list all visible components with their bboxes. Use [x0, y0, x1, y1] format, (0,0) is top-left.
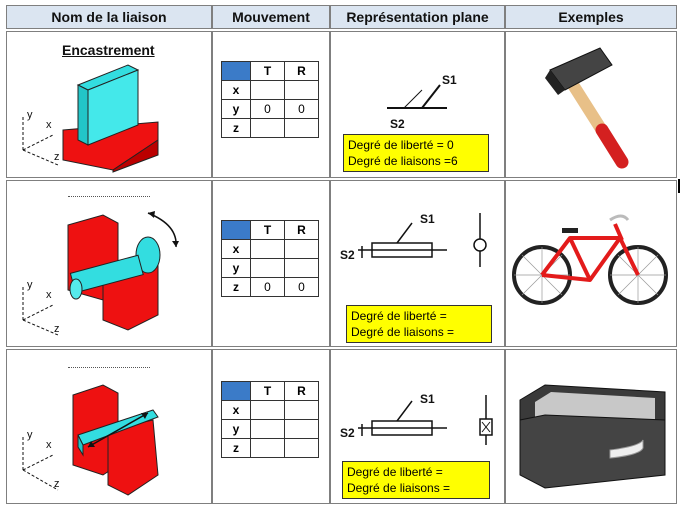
movement-cell — [284, 400, 319, 420]
row2-ex-cell — [505, 180, 677, 347]
axis-label: x — [221, 400, 251, 420]
s1-label: S1 — [420, 392, 435, 406]
movement-cell — [284, 239, 319, 259]
axis-y-label: y — [27, 429, 33, 441]
dol-text: Degré de liaisons = — [347, 481, 451, 495]
col-header: R — [284, 220, 319, 240]
pivot-symbol: S1 S2 — [340, 212, 487, 267]
movement-cell — [250, 438, 285, 458]
dof-text: Degré de liberté = 0 — [348, 138, 454, 152]
header-label: Exemples — [558, 9, 624, 25]
corner-cell — [221, 381, 251, 401]
movement-cell: 0 — [284, 99, 319, 119]
movement-cell: 0 — [284, 277, 319, 297]
header-label: Représentation plane — [346, 9, 489, 25]
corner-cell — [221, 61, 251, 81]
movement-cell — [284, 80, 319, 100]
axis-label: y — [221, 258, 251, 278]
corner-cell — [221, 220, 251, 240]
axis-label: z — [221, 277, 251, 297]
glissiere-symbol: S1 S2 — [340, 392, 493, 445]
encastrement-part-illustration: y x z — [22, 64, 159, 173]
movement-cell — [284, 118, 319, 138]
axis-label: y — [221, 419, 251, 439]
axis-x-label: x — [46, 119, 52, 131]
s2-label: S2 — [340, 248, 355, 262]
row3-liaison-name-blank — [68, 367, 150, 368]
dof-text: Degré de liberté = — [351, 309, 447, 323]
glissiere-part-illustration: y x z — [22, 384, 159, 496]
header-label: Mouvement — [232, 9, 310, 25]
header-representation: Représentation plane — [330, 5, 505, 29]
s2-label: S2 — [390, 117, 405, 131]
movement-cell — [250, 118, 285, 138]
movement-cell: 0 — [250, 277, 285, 297]
col-header: R — [284, 61, 319, 81]
axis-label: z — [221, 438, 251, 458]
bicycle-icon — [512, 214, 668, 305]
col-header: T — [250, 61, 285, 81]
col-header: T — [250, 220, 285, 240]
dol-text: Degré de liaisons =6 — [348, 154, 458, 168]
axis-y-label: y — [27, 279, 33, 291]
dof-box-row2: Degré de liberté = Degré de liaisons = — [346, 305, 492, 343]
movement-cell — [250, 400, 285, 420]
movement-row: z — [221, 118, 319, 138]
movement-cell — [250, 80, 285, 100]
col-header: T — [250, 381, 285, 401]
axis-label: z — [221, 118, 251, 138]
axis-z-label: z — [54, 323, 60, 335]
header-label: Nom de la liaison — [51, 9, 167, 25]
movement-cell — [284, 419, 319, 439]
row1-liaison-name: Encastrement — [62, 42, 155, 58]
row2-liaison-name-blank — [68, 196, 150, 197]
movement-cell — [250, 239, 285, 259]
movement-cell — [284, 438, 319, 458]
dof-box-row1: Degré de liberté = 0 Degré de liaisons =… — [343, 134, 489, 172]
axis-y-label: y — [27, 109, 33, 121]
s2-label: S2 — [340, 426, 355, 440]
s1-label: S1 — [420, 212, 435, 226]
dof-text: Degré de liberté = — [347, 465, 443, 479]
header-nom-liaison: Nom de la liaison — [6, 5, 212, 29]
axis-z-label: z — [54, 478, 60, 490]
encastrement-symbol: S1 S2 — [387, 73, 457, 131]
header-mouvement: Mouvement — [212, 5, 330, 29]
movement-cell: 0 — [250, 99, 285, 119]
movement-cell — [250, 419, 285, 439]
drawer-icon — [519, 384, 666, 489]
movement-row: y — [221, 419, 319, 439]
axis-x-label: x — [46, 439, 52, 451]
movement-row: y — [221, 258, 319, 278]
axis-z-label: z — [54, 151, 60, 163]
movement-cell — [250, 258, 285, 278]
dol-text: Degré de liaisons = — [351, 325, 455, 339]
pivot-part-illustration: y x z — [22, 211, 179, 336]
axis-x-label: x — [46, 289, 52, 301]
movement-row: x — [221, 239, 319, 259]
movement-row: z — [221, 438, 319, 458]
hammer-icon — [545, 47, 629, 169]
dof-box-row3: Degré de liberté = Degré de liaisons = — [342, 461, 490, 499]
col-header: R — [284, 381, 319, 401]
header-exemples: Exemples — [505, 5, 677, 29]
axis-label: x — [221, 239, 251, 259]
axis-label: y — [221, 99, 251, 119]
movement-cell — [284, 258, 319, 278]
movement-row: x — [221, 400, 319, 420]
axis-label: x — [221, 80, 251, 100]
movement-row: x — [221, 80, 319, 100]
edge-marker — [678, 179, 680, 193]
s1-label: S1 — [442, 73, 457, 87]
